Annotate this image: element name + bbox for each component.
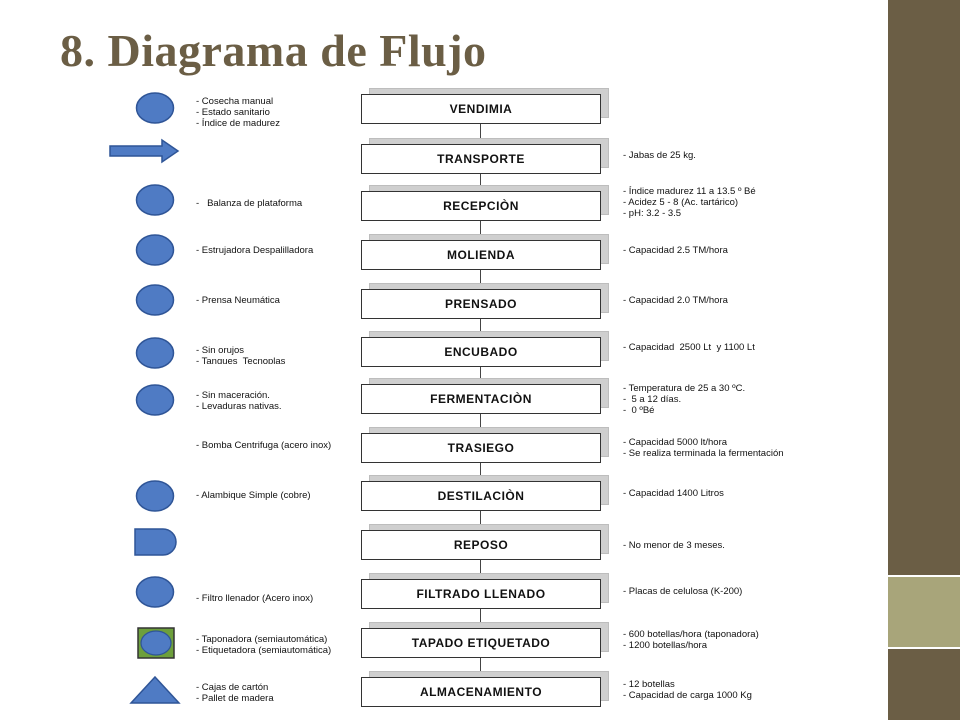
equipment-note: - Bomba Centrifuga (acero inox) — [196, 440, 332, 451]
arrow-right-icon — [108, 138, 180, 164]
parameter-note: - Jabas de 25 kg. — [623, 150, 696, 161]
parameter-note: - 600 botellas/hora (taponadora) - 1200 … — [623, 629, 759, 651]
equipment-note: - Alambique Simple (cobre) — [196, 490, 311, 501]
process-step: FILTRADO LLENADO — [361, 573, 609, 609]
process-step: TRASIEGO — [361, 427, 609, 463]
parameter-note: - No menor de 3 meses. — [623, 540, 725, 551]
combined-operation-icon — [136, 626, 176, 660]
decorative-sidebar — [888, 0, 960, 720]
process-step: ENCUBADO — [361, 331, 609, 367]
slide-title: 8. Diagrama de Flujo — [60, 25, 487, 76]
parameter-note: - Capacidad 2.0 TM/hora — [623, 295, 728, 306]
delay-icon — [133, 527, 179, 557]
process-step: DESTILACIÒN — [361, 475, 609, 511]
process-step: RECEPCIÒN — [361, 185, 609, 221]
circle-icon — [135, 337, 175, 369]
process-step: MOLIENDA — [361, 234, 609, 270]
equipment-note: - Sin maceración. - Levaduras nativas. — [196, 390, 282, 412]
parameter-note: - Capacidad 2500 Lt y 1100 Lt — [623, 342, 755, 353]
process-step-label: MOLIENDA — [361, 240, 601, 270]
equipment-note: - Prensa Neumática — [196, 295, 280, 306]
circle-icon — [135, 92, 175, 124]
parameter-note: - Temperatura de 25 a 30 ºC. - 5 a 12 dí… — [623, 383, 746, 416]
sidebar-band-light — [888, 576, 960, 648]
process-step-label: FILTRADO LLENADO — [361, 579, 601, 609]
parameter-note: - Capacidad 1400 Litros — [623, 488, 724, 499]
parameter-note: - Capacidad 2.5 TM/hora — [623, 245, 728, 256]
process-step-label: TAPADO ETIQUETADO — [361, 628, 601, 658]
circle-icon — [135, 234, 175, 266]
process-step-label: FERMENTACIÒN — [361, 384, 601, 414]
parameter-note: - 12 botellas - Capacidad de carga 1000 … — [623, 679, 752, 701]
process-step-label: DESTILACIÒN — [361, 481, 601, 511]
sidebar-band-dark — [888, 648, 960, 720]
process-step-label: TRASIEGO — [361, 433, 601, 463]
process-step-label: ENCUBADO — [361, 337, 601, 367]
process-step: TRANSPORTE — [361, 138, 609, 174]
circle-icon — [135, 284, 175, 316]
process-step-label: REPOSO — [361, 530, 601, 560]
triangle-icon — [129, 675, 181, 705]
parameter-note: - Índice madurez 11 a 13.5 º Bé - Acidez… — [623, 186, 756, 219]
process-step: TAPADO ETIQUETADO — [361, 622, 609, 658]
circle-icon — [135, 576, 175, 608]
equipment-note: - Taponadora (semiautomática) - Etiqueta… — [196, 634, 332, 656]
process-step-label: PRENSADO — [361, 289, 601, 319]
equipment-note: - Cajas de cartón - Pallet de madera — [196, 682, 274, 704]
equipment-note: - Sin orujos - Tanques Tecnoplas — [196, 345, 286, 364]
process-step: ALMACENAMIENTO — [361, 671, 609, 707]
sidebar-divider — [888, 647, 960, 649]
parameter-note: - Placas de celulosa (K-200) — [623, 586, 743, 597]
process-step: FERMENTACIÒN — [361, 378, 609, 414]
circle-icon — [135, 384, 175, 416]
parameter-note: - Capacidad 5000 lt/hora - Se realiza te… — [623, 437, 784, 459]
process-step-label: VENDIMIA — [361, 94, 601, 124]
process-step: PRENSADO — [361, 283, 609, 319]
sidebar-divider — [888, 575, 960, 577]
circle-icon — [135, 184, 175, 216]
equipment-note: - Balanza de plataforma — [196, 198, 303, 209]
process-step-label: ALMACENAMIENTO — [361, 677, 601, 707]
process-step-label: TRANSPORTE — [361, 144, 601, 174]
equipment-note: - Filtro llenador (Acero inox) — [196, 593, 314, 604]
equipment-note: - Cosecha manual - Estado sanitario - Ín… — [196, 96, 280, 129]
process-step: VENDIMIA — [361, 88, 609, 124]
circle-icon — [135, 480, 175, 512]
equipment-note: - Estrujadora Despalilladora — [196, 245, 314, 256]
process-step-label: RECEPCIÒN — [361, 191, 601, 221]
process-step: REPOSO — [361, 524, 609, 560]
